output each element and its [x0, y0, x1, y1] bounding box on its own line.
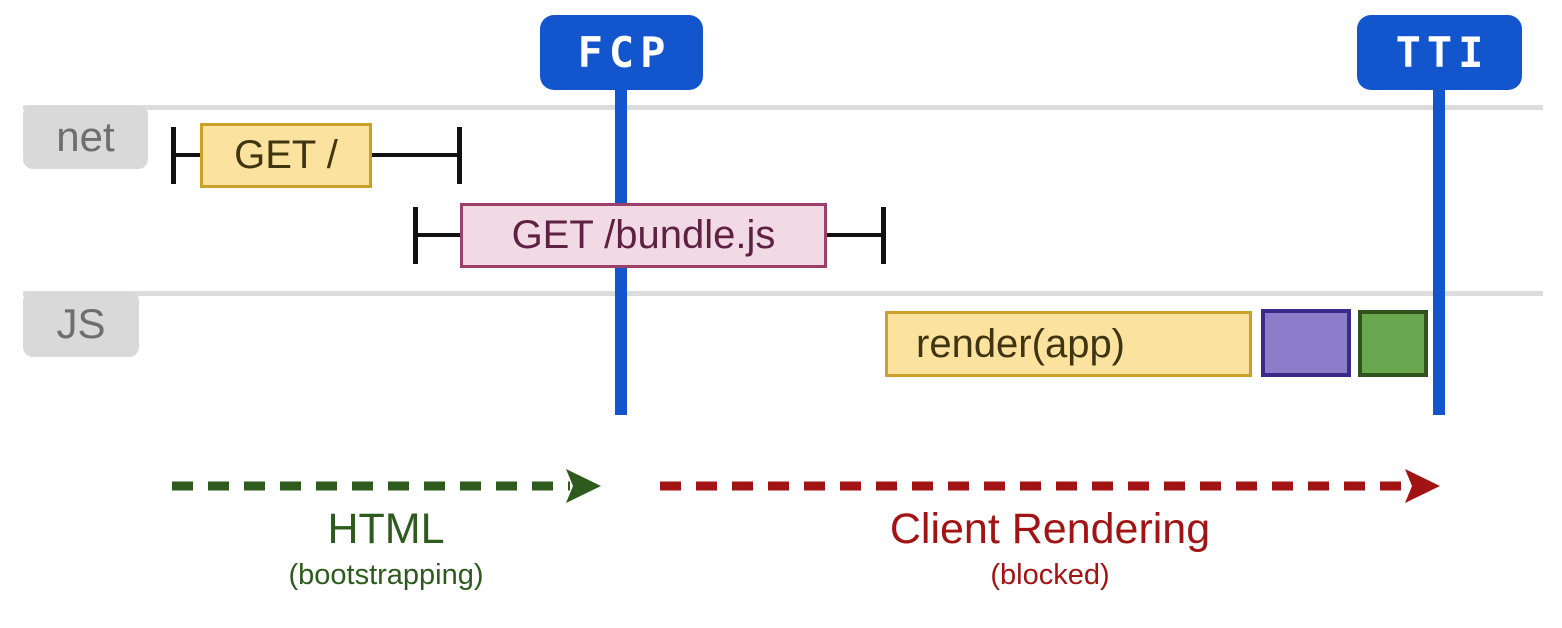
js-lane-label: JS	[23, 291, 139, 357]
get-root-request-box: GET /	[200, 123, 372, 188]
purple-task-box	[1261, 309, 1351, 377]
js-lane-line	[23, 291, 1543, 296]
tti-badge: TTI	[1357, 15, 1522, 90]
tti-marker-line	[1433, 88, 1445, 415]
get-root-left-whisker-cap	[171, 127, 176, 184]
client-rendering-phase-label: Client Rendering (blocked)	[660, 508, 1440, 590]
get-bundle-right-whisker-line	[827, 233, 881, 237]
get-bundle-left-whisker-cap	[413, 207, 418, 264]
get-root-left-whisker-line	[176, 153, 200, 157]
net-lane-label: net	[23, 105, 148, 169]
get-bundle-right-whisker-cap	[881, 207, 886, 264]
green-task-box	[1358, 310, 1428, 377]
html-phase-subtitle: (bootstrapping)	[288, 559, 484, 591]
get-bundle-request-box: GET /bundle.js	[460, 203, 827, 268]
get-root-right-whisker-cap	[457, 127, 462, 184]
render-app-task-box: render(app)	[885, 311, 1252, 377]
get-root-right-whisker-line	[372, 153, 457, 157]
fcp-badge: FCP	[540, 15, 703, 90]
get-bundle-left-whisker-line	[418, 233, 460, 237]
client-rendering-phase-subtitle: (blocked)	[990, 559, 1110, 591]
html-phase-title: HTML	[327, 505, 445, 553]
client-rendering-phase-title: Client Rendering	[889, 505, 1211, 553]
client-rendering-phase-arrow-head	[1405, 469, 1440, 503]
html-phase-arrow-head	[566, 469, 601, 503]
net-lane-line	[23, 105, 1543, 110]
html-phase-label: HTML (bootstrapping)	[172, 508, 600, 590]
